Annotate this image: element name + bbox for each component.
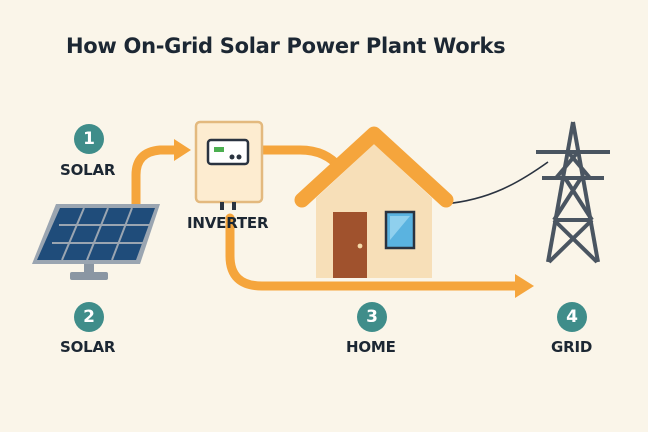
transmission-tower-icon [536, 121, 610, 264]
flow-arrow-inverter-to-grid [225, 213, 534, 298]
flow-arrow-solar-to-inverter [131, 139, 191, 213]
step-label-2: SOLAR [60, 338, 116, 356]
step-badge-3: 3 [357, 302, 387, 332]
step-label-3: HOME [346, 338, 396, 356]
power-cable [443, 161, 549, 205]
house-icon [294, 126, 454, 278]
step-badge-2: 2 [74, 302, 104, 332]
flow-line-inverter-to-house [257, 145, 345, 173]
step-badge-4: 4 [557, 302, 587, 332]
step-badge-1: 1 [74, 124, 104, 154]
inverter-icon [194, 120, 264, 210]
inverter-label: INVERTER [187, 214, 269, 232]
page-title: How On-Grid Solar Power Plant Works [66, 34, 506, 58]
step-label-1: SOLAR [60, 161, 116, 179]
solar-panel-icon [32, 204, 160, 280]
step-label-4: GRID [551, 338, 593, 356]
